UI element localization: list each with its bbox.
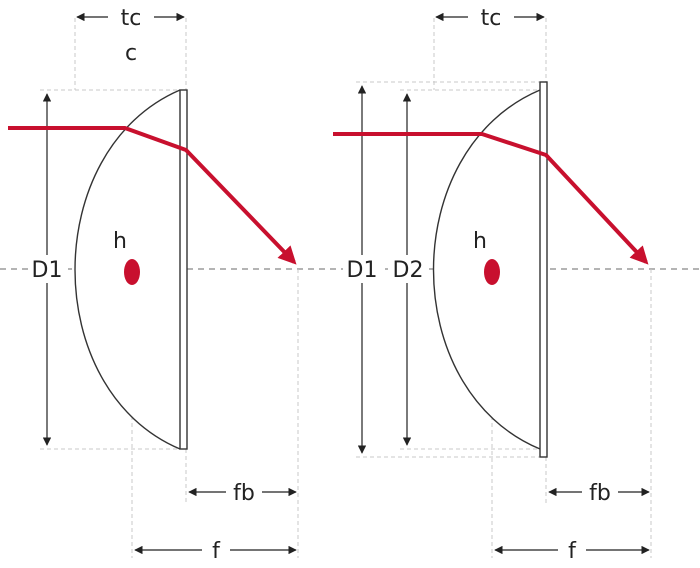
right-light-ray <box>333 132 649 265</box>
right-lens-group: D1 D2 tc h fb f <box>333 6 652 564</box>
right-d2-label: D2 <box>393 258 424 283</box>
left-d1-label: D1 <box>32 258 63 283</box>
right-fb-label: fb <box>589 481 611 506</box>
right-principal-point <box>484 259 500 285</box>
left-f-label: f <box>212 539 221 564</box>
left-principal-point <box>124 259 140 285</box>
left-c-label: c <box>125 41 137 66</box>
right-tc-label: tc <box>481 6 502 31</box>
right-f-label: f <box>568 539 577 564</box>
left-fb-label: fb <box>233 481 255 506</box>
right-d2-label-bg <box>388 255 428 283</box>
left-light-ray <box>8 126 297 265</box>
left-lens-group: D1 tc c h fb f <box>8 6 299 564</box>
right-d1-label-bg <box>343 255 381 283</box>
left-d1-label-bg <box>30 255 68 283</box>
right-lens-plate <box>539 81 548 458</box>
right-h-label: h <box>473 229 487 254</box>
left-tc-label: tc <box>121 6 142 31</box>
right-d1-label: D1 <box>347 258 378 283</box>
left-h-label: h <box>113 229 127 254</box>
left-lens-plate <box>179 89 188 450</box>
